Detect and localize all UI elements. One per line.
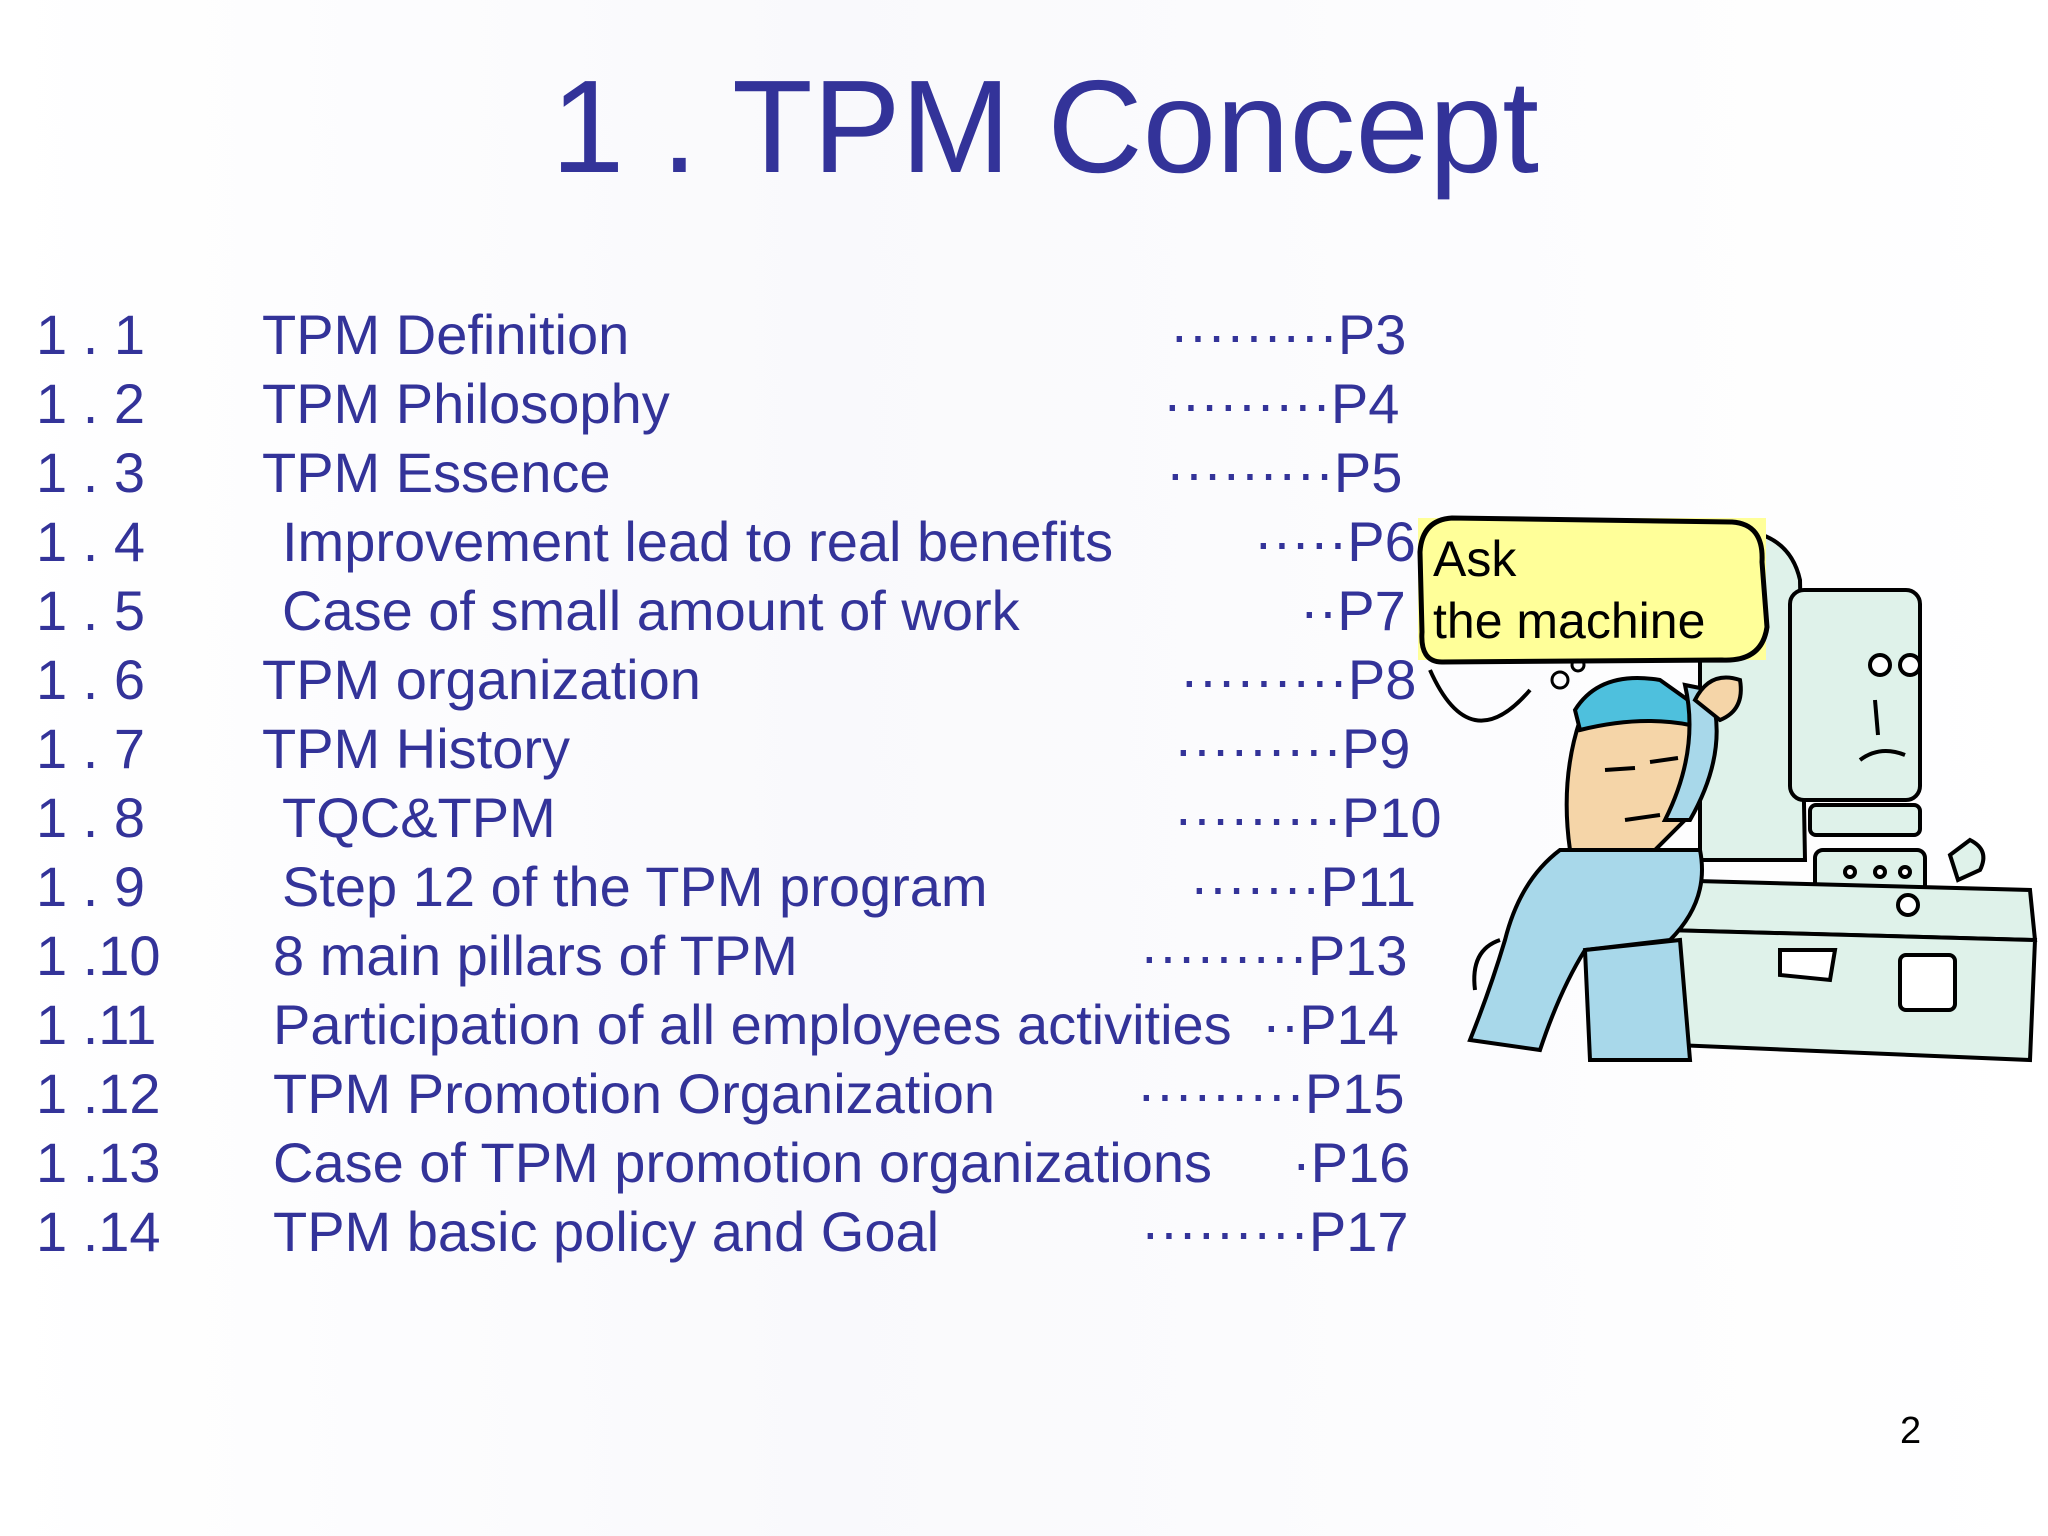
toc-label: TPM Definition: [262, 303, 630, 366]
toc-page: ·······P11: [1190, 855, 1417, 918]
toc-page: ·········P13: [1140, 924, 1408, 987]
toc-label: TPM Philosophy: [262, 372, 670, 435]
worker-icon: [1467, 675, 1743, 1062]
toc-item: 1 . 5 Case of small amount of work ··P7: [0, 576, 1450, 646]
toc-page: ··P7: [1300, 579, 1406, 642]
toc-item: 1 .11 Participation of all employees act…: [0, 990, 1450, 1060]
toc-item: 1 . 4 Improvement lead to real benefits …: [0, 507, 1450, 577]
toc-page: ·········P3: [1170, 303, 1407, 366]
toc-page: ·········P9: [1174, 717, 1411, 780]
toc-number: 1 .10: [36, 924, 161, 987]
bubble-tail: [1428, 669, 1532, 723]
toc-page: ·····P6: [1254, 510, 1416, 573]
toc-number: 1 . 7: [36, 717, 145, 780]
toc-page: ·P16: [1292, 1131, 1411, 1194]
toc-number: 1 . 8: [36, 786, 145, 849]
machine-icon: [1562, 527, 2038, 1063]
toc-label: Participation of all employees activitie…: [273, 993, 1232, 1056]
toc-item: 1 . 7 TPM History ·········P9: [0, 714, 1450, 784]
toc-page: ·········P4: [1163, 372, 1400, 435]
toc-item: 1 . 9 Step 12 of the TPM program ·······…: [0, 852, 1450, 922]
toc-number: 1 .11: [36, 993, 157, 1056]
toc-label: Step 12 of the TPM program: [282, 855, 988, 918]
toc-page: ·········P10: [1174, 786, 1442, 849]
toc-number: 1 . 3: [36, 441, 145, 504]
toc-number: 1 . 6: [36, 648, 145, 711]
toc-label: TPM History: [262, 717, 570, 780]
toc-label: TPM organization: [262, 648, 701, 711]
toc-item: 1 . 1 TPM Definition ·········P3: [0, 300, 1450, 370]
toc-page: ·········P5: [1166, 441, 1403, 504]
toc-label: Improvement lead to real benefits: [282, 510, 1114, 573]
toc-number: 1 . 1: [36, 303, 145, 366]
callout-text: Ask the machine: [1433, 531, 1706, 649]
toc-item: 1 . 8 TQC&TPM ·········P10: [0, 783, 1450, 853]
toc-label: 8 main pillars of TPM: [273, 924, 798, 987]
toc-label: Case of TPM promotion organizations: [273, 1131, 1212, 1194]
toc-number: 1 . 4: [36, 510, 145, 573]
toc-page: ·········P8: [1180, 648, 1417, 711]
slide-title: 1 . TPM Concept: [550, 53, 1539, 200]
callout-outline: [1417, 515, 1770, 665]
toc-label: TPM Essence: [262, 441, 611, 504]
page-number: 2: [1900, 1410, 1922, 1452]
toc-page: ·········P17: [1141, 1200, 1409, 1263]
toc-item: 1 . 2 TPM Philosophy ·········P4: [0, 369, 1450, 439]
toc-label: TPM Promotion Organization: [273, 1062, 996, 1125]
worker-machine-illustration: [1428, 527, 2038, 1063]
toc-number: 1 .12: [36, 1062, 161, 1125]
toc-label: Case of small amount of work: [282, 579, 1020, 642]
toc-label: TPM basic policy and Goal: [273, 1200, 940, 1263]
toc-number: 1 .14: [36, 1200, 161, 1263]
toc-item: 1 .12 TPM Promotion Organization ·······…: [0, 1059, 1450, 1129]
toc-page: ·········P15: [1137, 1062, 1405, 1125]
toc-item: 1 .10 8 main pillars of TPM ·········P13: [0, 921, 1450, 991]
toc-item: 1 .14 TPM basic policy and Goal ········…: [0, 1197, 1450, 1267]
toc-page: ··P14: [1262, 993, 1399, 1056]
toc-item: 1 . 6 TPM organization ·········P8: [0, 645, 1450, 715]
toc-item: 1 . 3 TPM Essence ·········P5: [0, 438, 1450, 508]
toc-item: 1 .13 Case of TPM promotion organization…: [0, 1128, 1450, 1198]
toc-number: 1 . 9: [36, 855, 145, 918]
toc-number: 1 . 2: [36, 372, 145, 435]
callout-box: [1418, 518, 1766, 660]
toc-number: 1 .13: [36, 1131, 161, 1194]
toc-label: TQC&TPM: [282, 786, 556, 849]
toc-number: 1 . 5: [36, 579, 145, 642]
